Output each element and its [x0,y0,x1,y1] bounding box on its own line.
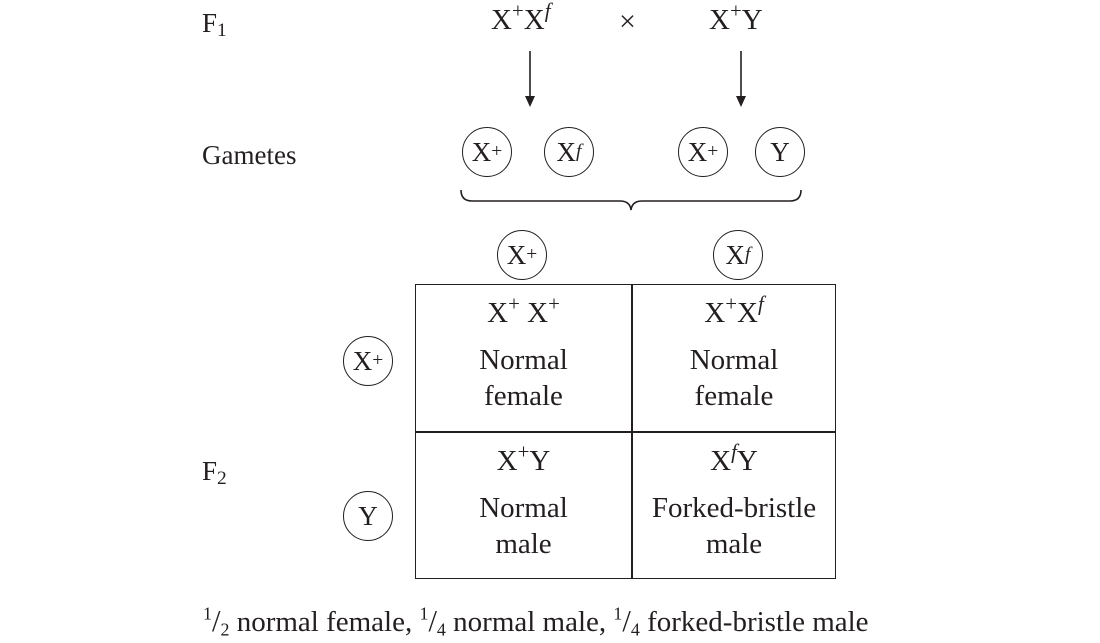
ratio-summary: 1/2 normal female, 1/4 normal male, 1/4 … [203,603,869,640]
gametes-label: Gametes [202,140,297,170]
column-header-gamete: X+ [497,230,547,280]
f1-label: F1 [202,8,227,41]
fraction: 1/2 [203,603,230,640]
cell-genotype: X+Xf [704,291,764,329]
cell-genotype: XfY [710,439,758,477]
f2-label: F2 [202,456,227,489]
cross-symbol: × [619,5,636,38]
fraction: 1/4 [419,603,446,640]
male-parent-genotype: X+Y [709,0,763,36]
cell-genotype: X+Y [496,439,551,477]
cell-genotype: X+ X+ [487,291,560,329]
gamete-circle: X+ [678,127,728,177]
fraction: 1/4 [613,603,640,640]
grid-divider-horizontal [416,431,835,433]
gamete-circle: X+ [462,127,512,177]
gamete-circle: Y [755,127,805,177]
row-header-gamete: X+ [343,336,393,386]
gamete-brace [460,189,802,211]
row-header-gamete: Y [343,491,393,541]
female-parent-genotype: X+Xf [491,0,551,36]
